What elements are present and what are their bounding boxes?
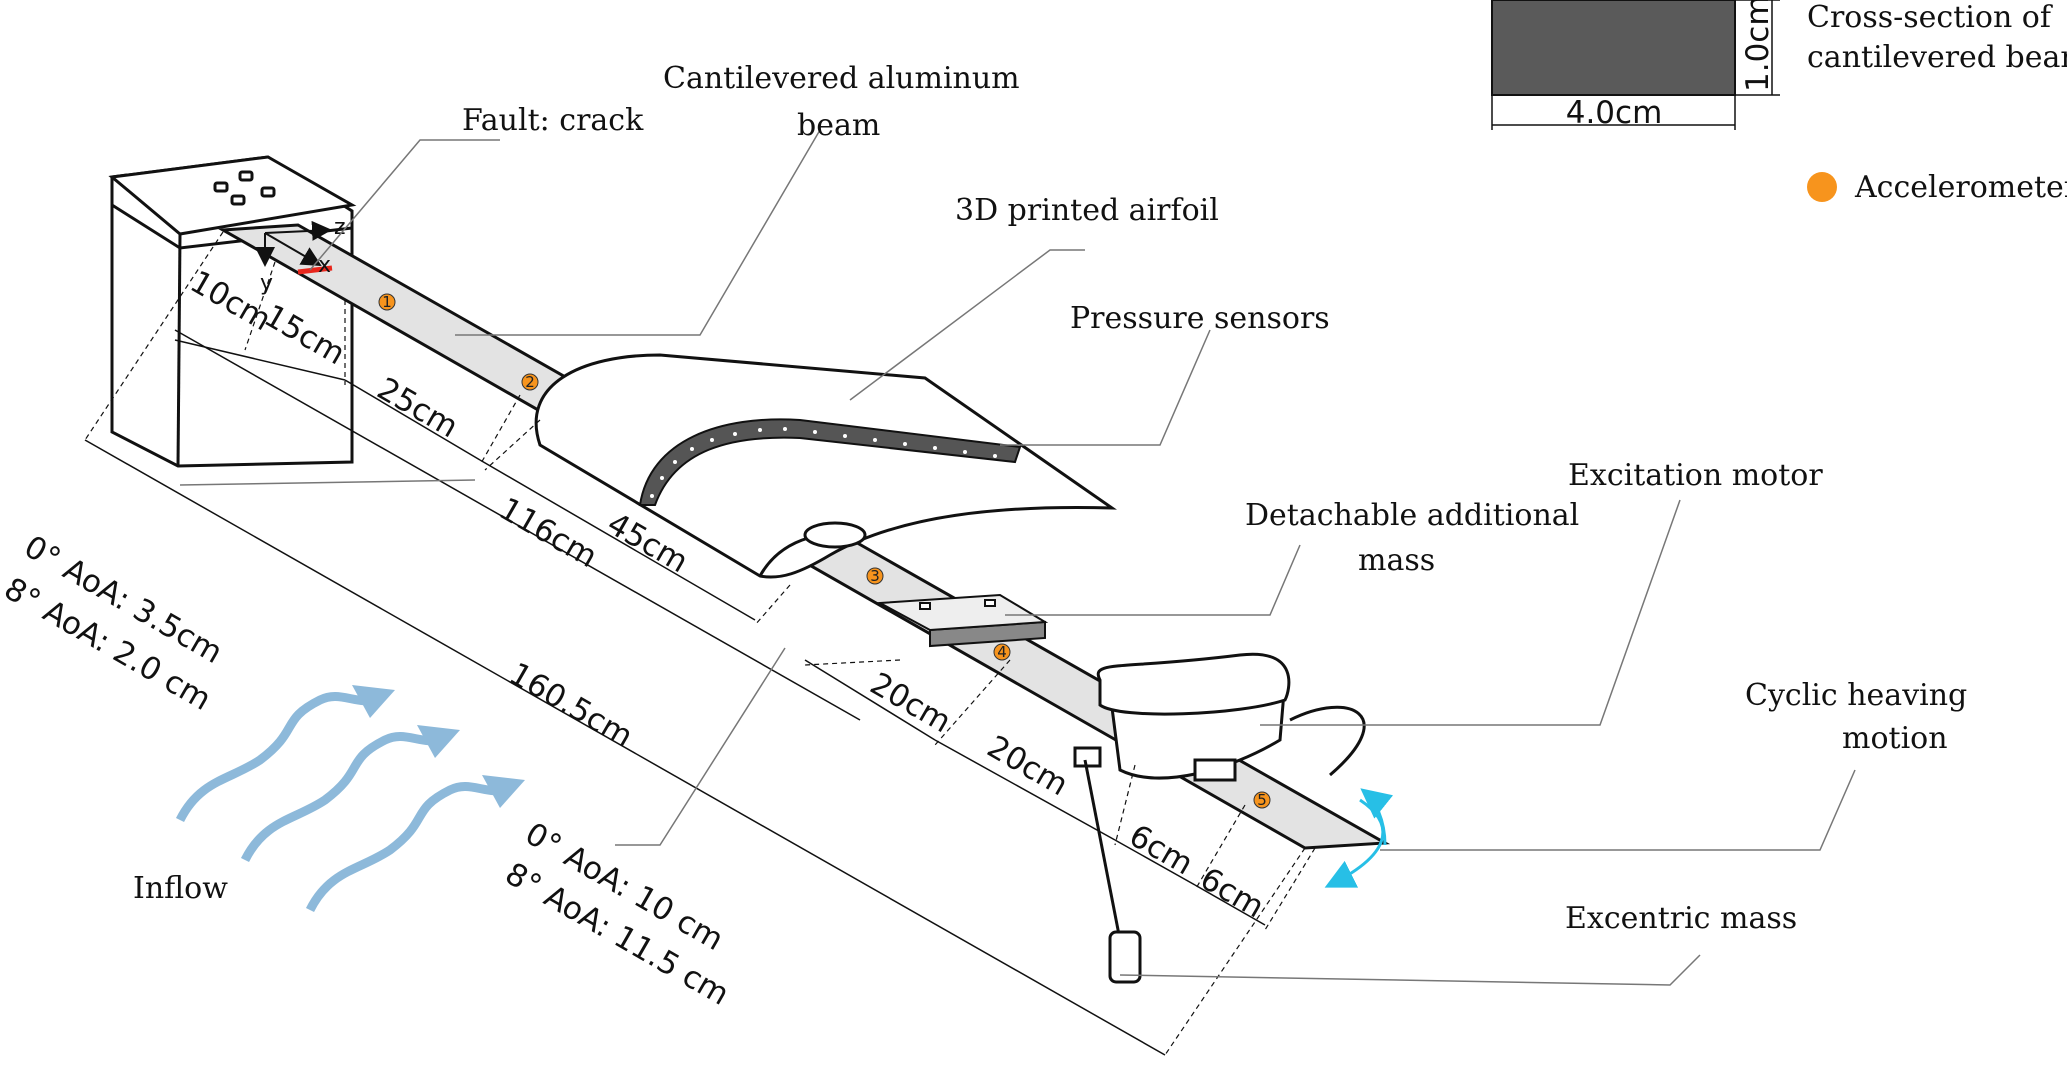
crack-marker [297, 265, 333, 275]
acc-number-4: 4 [997, 643, 1007, 661]
label-cyclic-2: motion [1842, 721, 1948, 756]
pressure-sensor-dots [650, 427, 997, 498]
label-fault: Fault: crack [462, 103, 644, 138]
label-cyclic-1: Cyclic heaving [1745, 678, 1967, 713]
coordinate-axes [255, 220, 332, 267]
cross-section-title-1: Cross-section of [1807, 0, 2053, 35]
accelerometer-4 [993, 643, 1011, 661]
accelerometer-3 [866, 567, 884, 585]
axis-x-label: x [318, 253, 331, 278]
label-excentric-mass: Excentric mass [1565, 901, 1797, 936]
accelerometer-5 [1253, 791, 1271, 809]
cross-section-rect [1491, 0, 1736, 96]
inflow-arrowheads [352, 685, 525, 808]
dim-25cm: 25cm [371, 371, 464, 446]
accelerometer-markers [378, 293, 1271, 809]
excitation-motor [1073, 652, 1366, 984]
legend-accelerometer-dot [1807, 172, 1837, 202]
accelerometer-2 [521, 373, 539, 391]
axis-z-label: z [334, 215, 346, 240]
dimension-lines [84, 329, 1266, 1056]
cross-section-title-2: cantilevered beam [1807, 40, 2067, 75]
label-beam-2: beam [797, 108, 880, 143]
cross-width-label: 4.0cm [1566, 95, 1663, 131]
cyclic-motion-arrow [1324, 788, 1394, 888]
dim-6cm-a: 6cm [1123, 818, 1199, 883]
axis-y-label: y [260, 271, 273, 296]
label-detachable-1: Detachable additional [1245, 498, 1579, 533]
inflow-arrows [175, 692, 511, 913]
dim-160-5cm: 160.5cm [503, 656, 639, 755]
acc-number-2: 2 [525, 373, 535, 391]
acc-number-5: 5 [1257, 791, 1267, 809]
accelerometer-1 [378, 293, 396, 311]
leader-lines [179, 129, 1856, 986]
label-inflow: Inflow [133, 871, 228, 906]
detachable-mass [876, 593, 1049, 648]
cross-section-dims [1491, 0, 1780, 130]
label-beam-1: Cantilevered aluminum [663, 61, 1020, 96]
acc-number-3: 3 [870, 567, 880, 585]
legend-accelerometers-label: Accelerometers [1854, 170, 2067, 205]
cross-height-label: 1.0cm [1740, 0, 1776, 92]
label-excitation-motor: Excitation motor [1568, 458, 1823, 493]
dim-116cm: 116cm [493, 491, 603, 575]
label-airfoil: 3D printed airfoil [955, 193, 1219, 228]
label-pressure-sensors: Pressure sensors [1070, 301, 1330, 336]
acc-number-1: 1 [382, 293, 392, 311]
airfoil [534, 353, 1117, 579]
extension-lines [84, 231, 1316, 1056]
label-detachable-2: mass [1358, 543, 1435, 578]
dim-20cm-a: 20cm [864, 666, 957, 741]
